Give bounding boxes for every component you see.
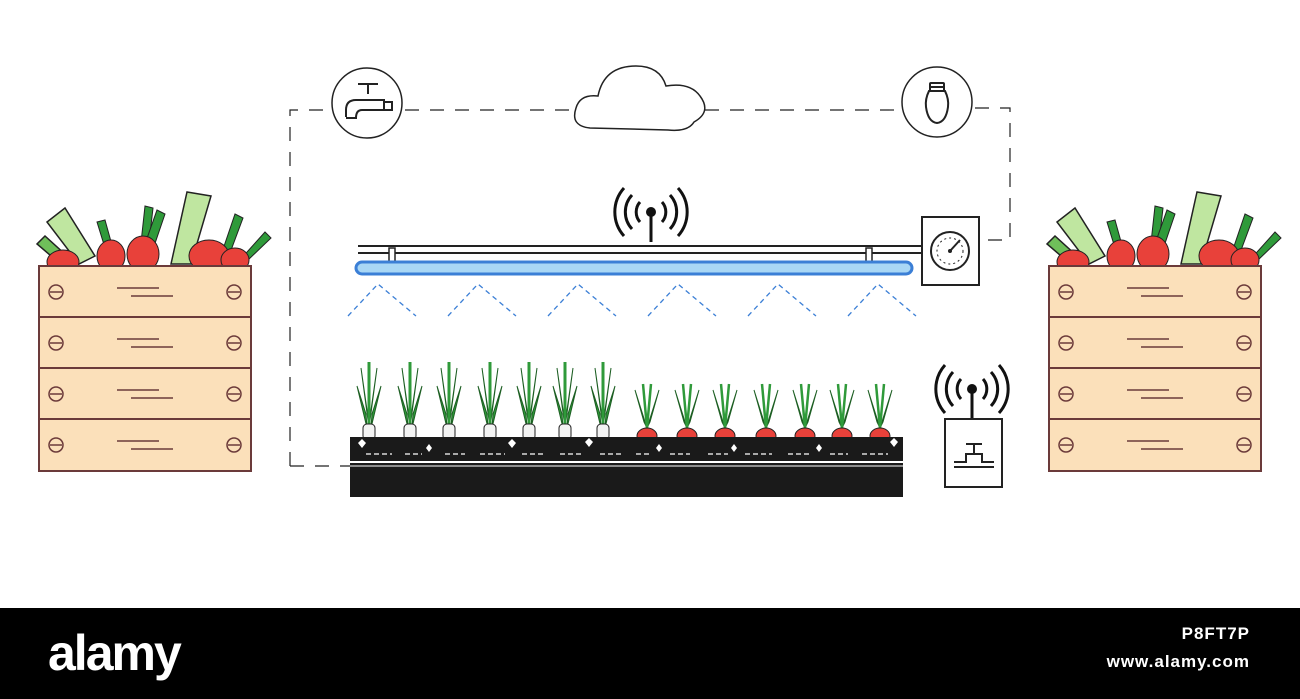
site-url-label: www.alamy.com (1106, 652, 1250, 671)
smart-farm-diagram (36, 65, 1282, 497)
wireless-antenna-icon (613, 186, 689, 244)
control-connection-lines (289, 107, 1011, 467)
image-id-label: P8FT7P (1181, 624, 1250, 643)
vegetable-crate-left (36, 191, 272, 472)
light-bulb-icon (901, 66, 973, 138)
soil-bed (350, 437, 945, 497)
carrot-plants (633, 382, 894, 446)
onion-plants (355, 360, 617, 442)
water-valve-icon (944, 418, 1003, 488)
cloud-icon (573, 65, 706, 132)
water-spray-cones (347, 283, 917, 317)
brand-logo: alamy (48, 625, 182, 681)
grow-light-tube (354, 260, 914, 276)
vegetable-crate-right (1046, 191, 1282, 472)
overhead-irrigation-pipe (358, 245, 922, 263)
wireless-antenna-icon (934, 363, 1010, 421)
pressure-gauge-icon (921, 216, 980, 286)
water-tap-icon (331, 67, 403, 139)
watermark-footer: alamy P8FT7P www.alamy.com (0, 608, 1300, 699)
